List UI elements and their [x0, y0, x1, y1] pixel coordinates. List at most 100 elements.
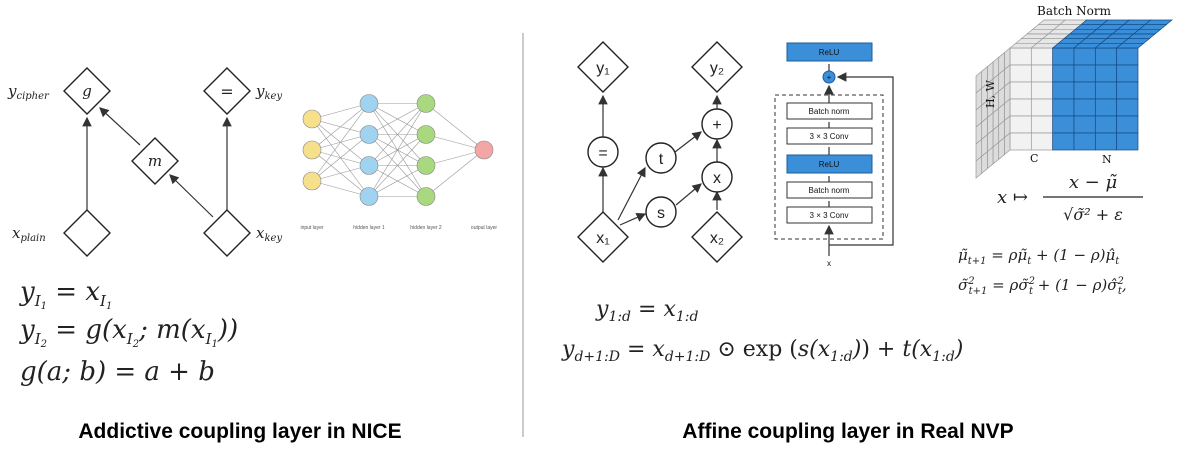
- cube-front-cell: [1009, 98, 1032, 117]
- cube-front-cell: [1116, 115, 1139, 134]
- nn-node: [302, 140, 322, 160]
- nice-diagram: g = m ycipher ykey xplain xkey: [7, 67, 282, 257]
- cube-front-cell: [1052, 132, 1075, 151]
- cube-front-cell: [1116, 98, 1139, 117]
- nn-edge: [425, 149, 485, 166]
- cube-front-cell: [1094, 47, 1118, 66]
- resnet-label-2: 3 × 3 Conv: [810, 132, 849, 141]
- node-m: [131, 137, 179, 185]
- nn-edge: [311, 134, 370, 182]
- node-t-label: t: [659, 151, 664, 168]
- nice-eq-3: g(a; b) = a + b: [20, 357, 215, 387]
- nn-node: [302, 109, 322, 129]
- node-eq: [203, 67, 251, 115]
- cube-front-cell: [1030, 132, 1054, 151]
- batchnorm-axis-hw: H, W: [984, 79, 997, 108]
- nn-edge: [368, 134, 427, 197]
- nice-eq-1: yI1 = xI1: [19, 277, 112, 312]
- batchnorm-axis-c: C: [1030, 152, 1038, 165]
- node-y1-label: y₁: [596, 60, 609, 77]
- label-y-key: ykey: [255, 82, 282, 102]
- nn-node: [359, 94, 379, 113]
- cube-front-cell: [1094, 64, 1118, 83]
- bn-formula-map: x ↦: [997, 187, 1028, 208]
- nice-eq-2: yI2 = g(xI2; m(xI1)): [19, 315, 238, 350]
- cube-front-cell: [1052, 98, 1075, 117]
- nn-edge: [311, 165, 370, 182]
- edge-s-times: [675, 183, 702, 206]
- nn-edge: [311, 103, 370, 182]
- cube-front-cell: [1094, 98, 1118, 117]
- resnet-label-1: Batch norm: [809, 107, 850, 116]
- node-s-label: s: [657, 205, 665, 222]
- batchnorm-cube: [975, 19, 1173, 179]
- resnet-label-5: 3 × 3 Conv: [810, 211, 849, 220]
- nn-node: [416, 125, 436, 144]
- label-x-plain: xplain: [12, 224, 46, 244]
- cube-front-cell: [1116, 132, 1139, 151]
- edge-t-plus: [674, 131, 702, 153]
- nn-layer-label: input layer: [300, 225, 323, 231]
- bn-formula-den: √σ̃² + ε: [1063, 205, 1123, 224]
- cube-front-cell: [1073, 115, 1096, 134]
- nn-edge: [425, 134, 485, 151]
- cube-front-cell: [1052, 64, 1075, 83]
- resnet-skip-connection: [829, 72, 894, 246]
- node-t: [645, 142, 677, 174]
- batchnorm-formula: x ↦ x − μ̃ √σ̃² + ε μ̃t+1 = ρμ̃t + (1 − …: [958, 172, 1143, 297]
- realnvp-diagram: y₁ y₂ x₁ x₂ = t s + x: [577, 41, 743, 263]
- nn-edge: [368, 103, 427, 166]
- node-x1-label: x₁: [596, 230, 609, 247]
- node-x2: [691, 211, 743, 263]
- cube-front-cell: [1073, 98, 1096, 117]
- cube-front-cell: [1009, 64, 1032, 83]
- edge-x1-s: [619, 212, 647, 226]
- nn-node: [302, 171, 322, 191]
- node-plus: [701, 108, 733, 140]
- node-y2: [691, 41, 743, 93]
- nn-edge: [311, 103, 370, 151]
- cube-front-cell: [1094, 132, 1118, 151]
- batchnorm-title: Batch Norm: [1037, 4, 1112, 18]
- cube-front-cell: [1073, 47, 1096, 66]
- cube-front-cell: [1073, 132, 1096, 151]
- nn-edge: [425, 149, 485, 197]
- node-eq-circle-label: =: [598, 145, 607, 162]
- cube-front-cell: [1052, 81, 1075, 100]
- nn-edge: [368, 103, 427, 197]
- cube-front-cell: [1030, 47, 1054, 66]
- cube-front-cell: [1073, 64, 1096, 83]
- nn-node: [359, 125, 379, 144]
- edge-x1-t: [617, 166, 646, 221]
- realnvp-equations: y1:d = x1:d yd+1:D = xd+1:D ⊙ exp (s(x1:…: [561, 297, 963, 365]
- nn-node: [416, 156, 436, 175]
- cube-front-cell: [1073, 81, 1096, 100]
- node-eq-circle: [587, 136, 619, 168]
- cube-front-cell: [1030, 115, 1054, 134]
- nn-edge: [311, 180, 370, 197]
- node-g-label: g: [82, 82, 92, 100]
- resnet-add-label: +: [827, 73, 832, 82]
- cube-front-cell: [1030, 64, 1054, 83]
- cube-top-cell: [1115, 42, 1145, 49]
- node-s: [645, 196, 677, 228]
- cube-side-cell: [975, 155, 983, 179]
- batchnorm-axis-n: N: [1102, 153, 1112, 166]
- resnet-label-4: Batch norm: [809, 186, 850, 195]
- cube-front-cell: [1052, 47, 1075, 66]
- nn-edge: [368, 103, 427, 135]
- nn-node: [416, 94, 436, 113]
- resnet-label-3: ReLU: [819, 160, 840, 169]
- nn-edge: [425, 103, 485, 151]
- resnet-relu-top: [786, 42, 873, 62]
- nn-layer-label: hidden layer 1: [353, 225, 385, 231]
- node-xplain: [63, 209, 111, 257]
- bn-formula-num: x − μ̃: [1069, 172, 1117, 193]
- node-g: [63, 67, 111, 115]
- nn-node: [416, 187, 436, 206]
- nn-layer-label: hidden layer 2: [410, 225, 442, 231]
- cube-front-cell: [1094, 115, 1118, 134]
- nn-node: [359, 156, 379, 175]
